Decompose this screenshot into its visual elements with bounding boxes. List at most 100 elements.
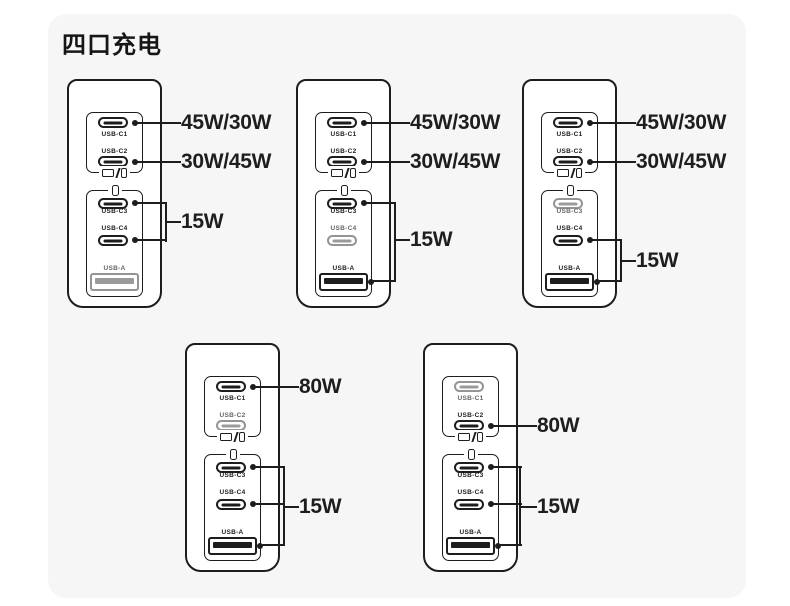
usb-a-tongue [324, 278, 363, 284]
port-pin-bar [459, 503, 479, 506]
laptop-slash-phone-icon [217, 430, 248, 444]
callout-line [590, 121, 636, 124]
callout-line [164, 220, 181, 223]
callout-dot-usb-a [256, 543, 263, 549]
usb-c1-label: USB-C1 [219, 395, 246, 402]
wattage-label: 30W/45W [410, 149, 501, 173]
usb-c3-label: USB-C3 [556, 208, 583, 215]
usb-c2-label: USB-C2 [101, 147, 128, 155]
slash-icon [344, 168, 349, 178]
port-pin-bar [221, 503, 241, 506]
usb-a-tongue [550, 278, 589, 284]
callout-line [590, 160, 636, 163]
usb-c2-label: USB-C2 [219, 411, 246, 419]
usb-c3-label: USB-C3 [457, 472, 484, 479]
callout-line [491, 424, 537, 427]
usb-c4-port [98, 235, 128, 246]
wattage-label: 80W [537, 413, 580, 437]
usb-a-port [545, 273, 594, 291]
usb-c4-label: USB-C4 [330, 224, 357, 232]
callout-dot-usb-a [494, 543, 501, 549]
usb-a-label: USB-A [103, 264, 126, 272]
usb-a-port [319, 273, 368, 291]
port-pin-bar [459, 466, 479, 469]
phone-icon [120, 168, 127, 178]
usb-c1-label: USB-C1 [556, 131, 583, 138]
callout-line [491, 503, 522, 506]
wattage-label: 45W/30W [636, 110, 727, 134]
callout-line [491, 466, 522, 469]
usb-c3-port [553, 198, 583, 209]
laptop-icon [220, 433, 233, 441]
laptop-slash-phone-icon [99, 166, 130, 180]
usb-c3-label: USB-C3 [330, 208, 357, 215]
usb-c3-label: USB-C3 [219, 472, 246, 479]
usb-c4-label: USB-C4 [457, 488, 484, 496]
laptop-icon [458, 433, 471, 441]
usb-c4-label: USB-C4 [219, 488, 246, 496]
usb-a-port [208, 537, 257, 555]
usb-c4-label: USB-C4 [556, 224, 583, 232]
laptop-slash-phone-icon [455, 430, 486, 444]
usb-c3-port [98, 198, 128, 209]
wattage-label: 15W [181, 209, 224, 233]
charger-diagram-top-right: USB-C1 USB-C2 USB-C3 USB-C4 USB-A 45W/30… [522, 79, 726, 308]
usb-c4-port [454, 499, 484, 510]
callout-line [364, 202, 395, 205]
laptop-slash-phone-icon [328, 166, 359, 180]
wattage-label: 15W [636, 248, 679, 272]
callout-dot-usb-a [367, 279, 374, 285]
laptop-icon [557, 169, 570, 177]
phone-icon [337, 184, 351, 197]
callout-line [364, 121, 410, 124]
port-pin-bar [221, 466, 241, 469]
usb-c1-port [454, 381, 484, 392]
slash-icon [115, 168, 120, 178]
port-pin-bar [221, 385, 241, 388]
callout-line [519, 505, 537, 508]
usb-a-label: USB-A [221, 528, 244, 536]
charger-diagram-top-left: USB-C1 USB-C2 USB-C3 USB-C4 USB-A 45W/30… [67, 79, 271, 308]
wattage-label: 15W [537, 494, 580, 518]
usb-c4-port [327, 235, 357, 246]
laptop-slash-phone-icon [554, 166, 585, 180]
charger-diagram-bottom-left: USB-C1 USB-C2 USB-C3 USB-C4 USB-A 80W 15… [185, 343, 342, 572]
port-pin-bar [558, 202, 578, 205]
port-pin-bar [332, 160, 352, 163]
charger-diagram-top-middle: USB-C1 USB-C2 USB-C3 USB-C4 USB-A 45W/30… [296, 79, 500, 308]
phone-icon [226, 448, 240, 461]
port-pin-bar [332, 239, 352, 242]
usb-c1-label: USB-C1 [101, 131, 128, 138]
laptop-icon [331, 169, 344, 177]
port-pin-bar [103, 160, 123, 163]
phone-icon [575, 168, 582, 178]
usb-a-tongue [95, 278, 134, 284]
usb-c4-port [553, 235, 583, 246]
callout-line [590, 239, 621, 242]
callout-dot-usb-a [593, 279, 600, 285]
callout-line [253, 466, 284, 469]
wattage-label: 30W/45W [636, 149, 727, 173]
content-card [48, 14, 746, 598]
port-pin-bar [103, 239, 123, 242]
phone-icon [563, 184, 577, 197]
usb-c2-label: USB-C2 [330, 147, 357, 155]
usb-a-port [90, 273, 139, 291]
usb-c1-label: USB-C1 [457, 395, 484, 402]
wattage-label: 30W/45W [181, 149, 272, 173]
page-title: 四口充电 [62, 32, 162, 59]
usb-c3-port [327, 198, 357, 209]
port-pin-bar [459, 385, 479, 388]
usb-c4-label: USB-C4 [101, 224, 128, 232]
laptop-icon [102, 169, 115, 177]
usb-c1-port [216, 381, 246, 392]
callout-line [135, 202, 166, 205]
port-pin-bar [558, 160, 578, 163]
usb-c3-port [216, 462, 246, 473]
slash-icon [471, 432, 476, 442]
usb-a-label: USB-A [459, 528, 482, 536]
callout-line [282, 505, 299, 508]
usb-c3-label: USB-C3 [101, 208, 128, 215]
usb-c1-port [98, 117, 128, 128]
usb-c1-label: USB-C1 [330, 131, 357, 138]
